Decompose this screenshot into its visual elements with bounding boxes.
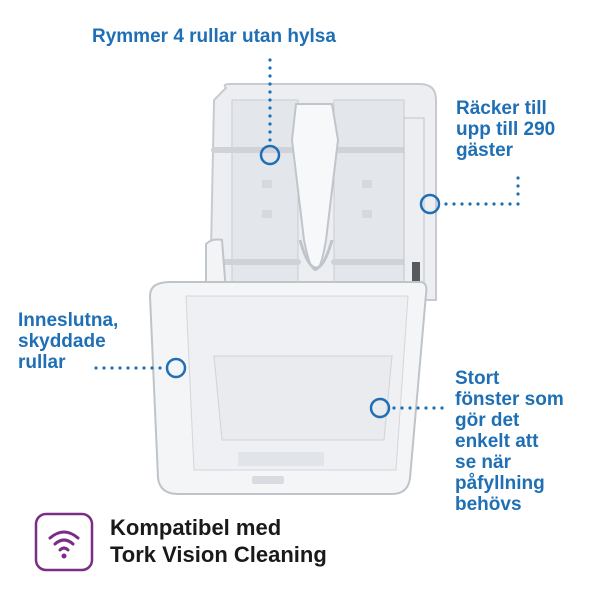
compatibility-line-2: Tork Vision Cleaning xyxy=(110,542,327,567)
compatibility-text: Kompatibel med Tork Vision Cleaning xyxy=(110,514,327,568)
wifi-signal-icon xyxy=(34,512,94,572)
callout-roll-capacity: Rymmer 4 rullar utan hylsa xyxy=(92,26,336,47)
bay-slots xyxy=(262,180,372,218)
callout-large-window: Stort fönster som gör det enkelt att se … xyxy=(455,368,564,515)
window-panel xyxy=(213,355,393,441)
left-roll-bay xyxy=(231,99,299,291)
compatibility-line-1: Kompatibel med xyxy=(110,515,282,540)
callout-markers xyxy=(165,144,441,419)
callout-guest-capacity: Räcker till upp till 290 gäster xyxy=(456,98,556,161)
callout-protected-rolls: Inneslutna, skyddade rullar xyxy=(18,310,119,373)
callout-leaders xyxy=(94,58,520,410)
